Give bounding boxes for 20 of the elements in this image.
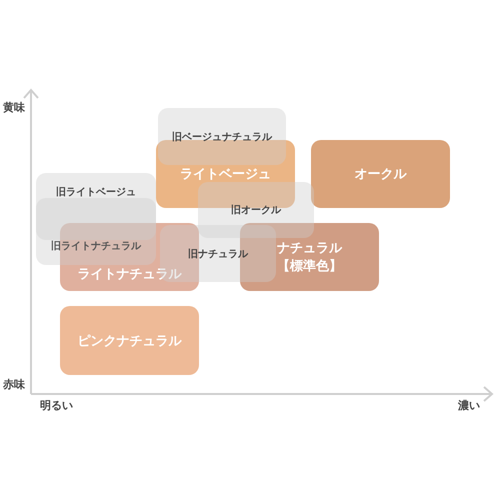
shade-name: ライトベージュ (180, 166, 271, 183)
shade-box (60, 306, 199, 375)
shade-box (240, 223, 379, 291)
shade-name: ピンクナチュラル (78, 332, 182, 350)
y-axis-label: 赤味 (3, 377, 25, 392)
y-axis-label: 黄味 (3, 100, 25, 115)
x-axis-label: 濃い (458, 398, 480, 413)
shade-name: ナチュラル【標準色】 (276, 240, 344, 275)
shade-name: 旧ナチュラル (188, 248, 248, 260)
shade-box (311, 140, 450, 208)
shade-name: 旧オークル (231, 204, 281, 217)
shade-box (158, 108, 286, 165)
shade-box (36, 198, 156, 265)
shade-name: 旧ベージュナチュラル (172, 130, 272, 144)
shade-name: 旧ライトナチュラル (51, 240, 141, 253)
x-axis-label: 明るい (40, 398, 73, 413)
shade-name: オークル (354, 166, 406, 183)
shade-name: 旧ライトベージュ (56, 186, 136, 199)
shade-name: ライトナチュラル (78, 266, 182, 283)
shade-box (60, 223, 199, 291)
